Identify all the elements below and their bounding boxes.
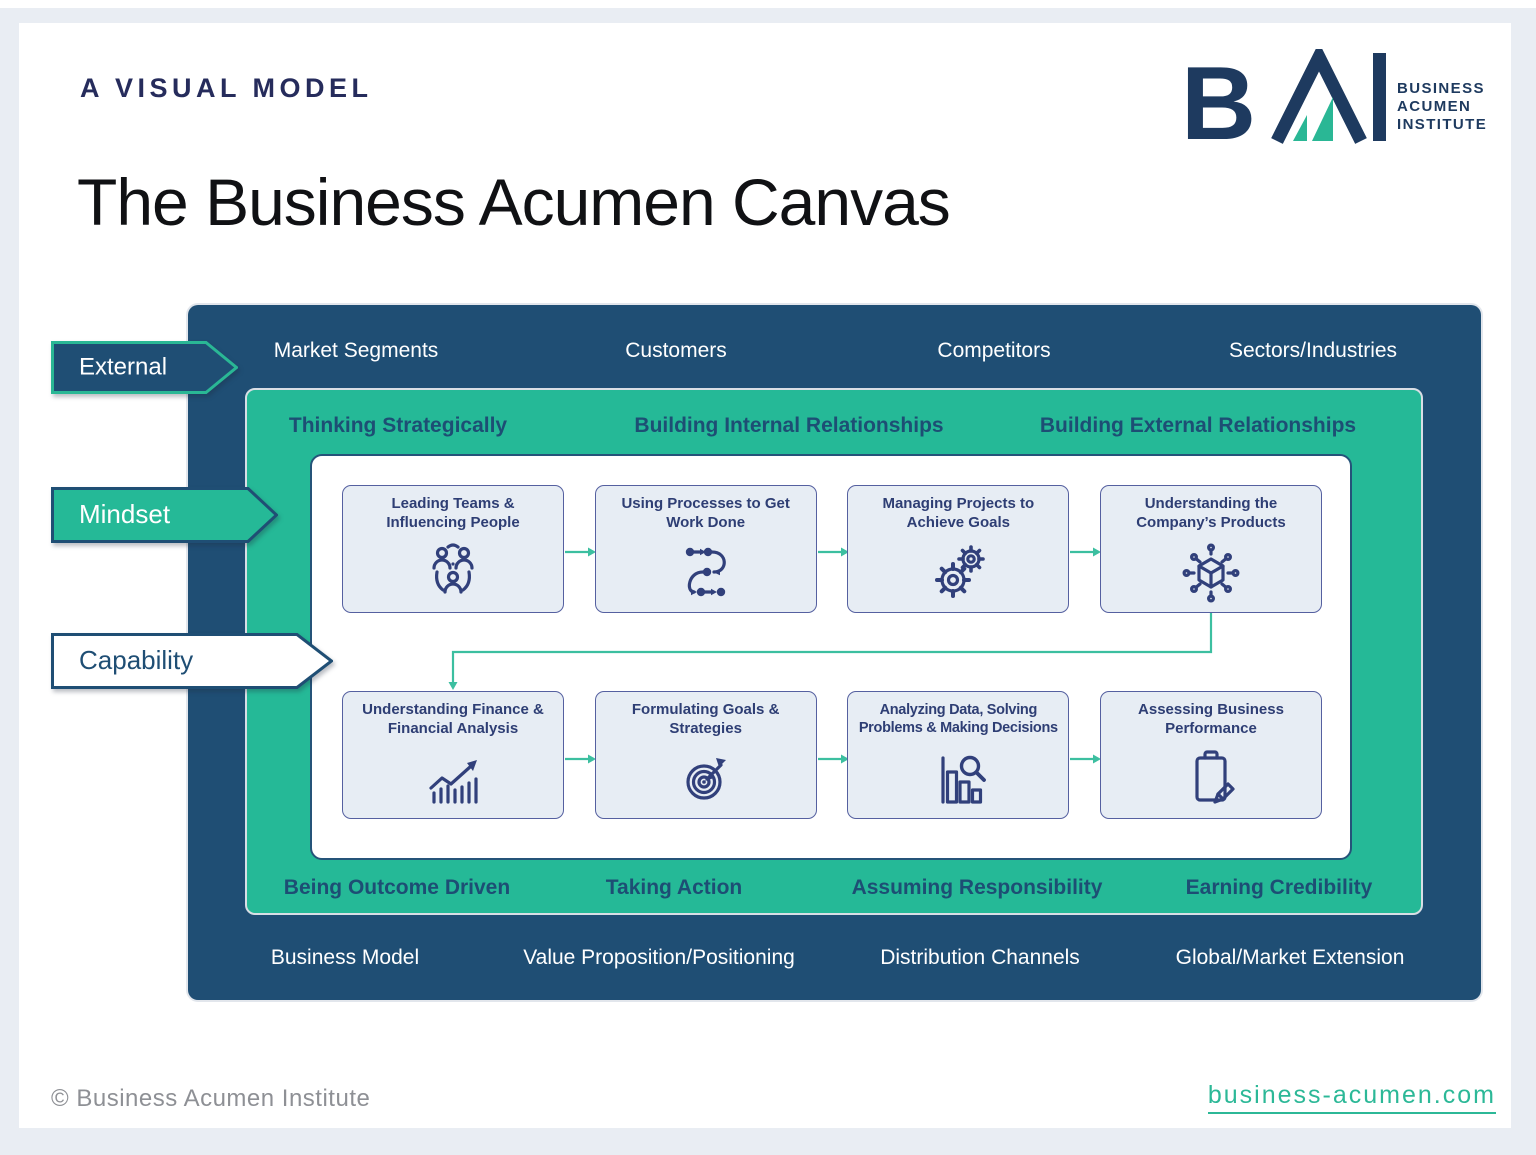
mindset-label-thinking-strategically: Thinking Strategically: [288, 414, 508, 437]
clipboard-pencil-icon: [1195, 750, 1235, 804]
logo-triangle-a-icon: [1271, 49, 1367, 144]
page-kicker: A VISUAL MODEL: [80, 73, 373, 103]
capability-row-1: Leading Teams & Influencing People: [342, 485, 1322, 613]
tag-external: External: [51, 341, 238, 394]
website-link[interactable]: business-acumen.com: [1207, 1081, 1496, 1114]
card-title: Analyzing Data, Solving Problems & Makin…: [858, 702, 1058, 737]
tag-capability-label: Capability: [79, 644, 194, 675]
target-icon: [686, 758, 726, 800]
card-title: Leading Teams & Influencing People: [386, 495, 520, 531]
card-title: Using Processes to Get Work Done: [621, 495, 790, 531]
capability-panel: Leading Teams & Influencing People: [310, 454, 1352, 860]
data-analysis-icon: [941, 755, 987, 804]
external-label-customers: Customers: [625, 339, 727, 362]
card-understanding-products: Understanding the Company’s Products: [1099, 485, 1322, 613]
top-strip: [0, 0, 1536, 8]
page-title: The Business Acumen Canvas: [77, 165, 951, 239]
product-network-icon: [1182, 543, 1240, 603]
canvas-panel: Market Segments Customers Competitors Se…: [188, 305, 1481, 1000]
card-using-processes: Using Processes to Get Work Done: [594, 485, 817, 613]
tag-capability: Capability: [51, 633, 333, 689]
mindset-label-taking-action: Taking Action: [605, 876, 743, 899]
arrow-tag-shape-icon: [51, 487, 278, 543]
tag-mindset: Mindset: [51, 487, 278, 543]
card-managing-projects: Managing Projects to Achieve Goals: [847, 485, 1070, 613]
business-label-value-proposition: Value Proposition/Positioning: [523, 946, 795, 969]
card-assessing-performance: Assessing Business Performance: [1099, 691, 1322, 819]
page-card: A VISUAL MODEL The Business Acumen Canva…: [19, 23, 1511, 1128]
logo-teal-triangle-large-icon: [1312, 97, 1333, 141]
tag-external-label: External: [79, 352, 168, 380]
external-label-sectors-industries: Sectors/Industries: [1228, 339, 1398, 362]
business-label-distribution-channels: Distribution Channels: [880, 946, 1080, 969]
business-label-global-market-extension: Global/Market Extension: [1175, 946, 1405, 969]
card-analyzing-data: Analyzing Data, Solving Problems & Makin…: [847, 691, 1070, 819]
process-icon: [685, 548, 726, 597]
business-label-business-model: Business Model: [270, 946, 420, 969]
card-title: Formulating Goals & Strategies: [631, 701, 780, 737]
logo-letter-b: B: [1181, 49, 1256, 153]
copyright-text: © Business Acumen Institute: [51, 1085, 371, 1112]
arrow-tag-shape-icon: [51, 341, 238, 394]
logo-wordmark-line3: INSTITUTE: [1397, 116, 1487, 133]
card-title: Managing Projects to Achieve Goals: [882, 495, 1035, 531]
mindset-label-building-internal-relationships: Building Internal Relationships: [634, 414, 944, 437]
card-title: Assessing Business Performance: [1138, 701, 1284, 737]
finance-chart-icon: [429, 760, 478, 804]
card-understanding-finance: Understanding Finance & Financial Analys…: [342, 691, 564, 819]
card-title: Understanding the Company’s Products: [1136, 495, 1286, 531]
logo-bar-i-icon: [1373, 53, 1386, 141]
mindset-label-earning-credibility: Earning Credibility: [1185, 876, 1373, 899]
logo-teal-triangle-small-icon: [1293, 115, 1307, 141]
card-formulating-goals: Formulating Goals & Strategies: [594, 691, 817, 819]
tag-mindset-label: Mindset: [79, 498, 171, 529]
people-icon: [432, 543, 474, 594]
external-label-competitors: Competitors: [937, 339, 1051, 362]
mindset-panel: Thinking Strategically Building Internal…: [245, 388, 1423, 915]
card-title: Understanding Finance & Financial Analys…: [362, 701, 544, 737]
gears-icon: [935, 545, 986, 599]
mindset-label-being-outcome-driven: Being Outcome Driven: [283, 876, 511, 899]
capability-row-2: Understanding Finance & Financial Analys…: [342, 691, 1322, 819]
mindset-label-building-external-relationships: Building External Relationships: [1039, 414, 1357, 437]
logo-wordmark-line2: ACUMEN: [1397, 98, 1471, 115]
bai-logo-icon: B BUSINESS ACUMEN INSTITUTE: [1181, 49, 1487, 153]
external-label-market-segments: Market Segments: [273, 339, 439, 362]
logo-wordmark-line1: BUSINESS: [1397, 80, 1485, 97]
card-leading-teams: Leading Teams & Influencing People: [342, 485, 564, 613]
arrow-tag-shape-icon: [51, 633, 333, 689]
mindset-label-assuming-responsibility: Assuming Responsibility: [851, 876, 1103, 899]
